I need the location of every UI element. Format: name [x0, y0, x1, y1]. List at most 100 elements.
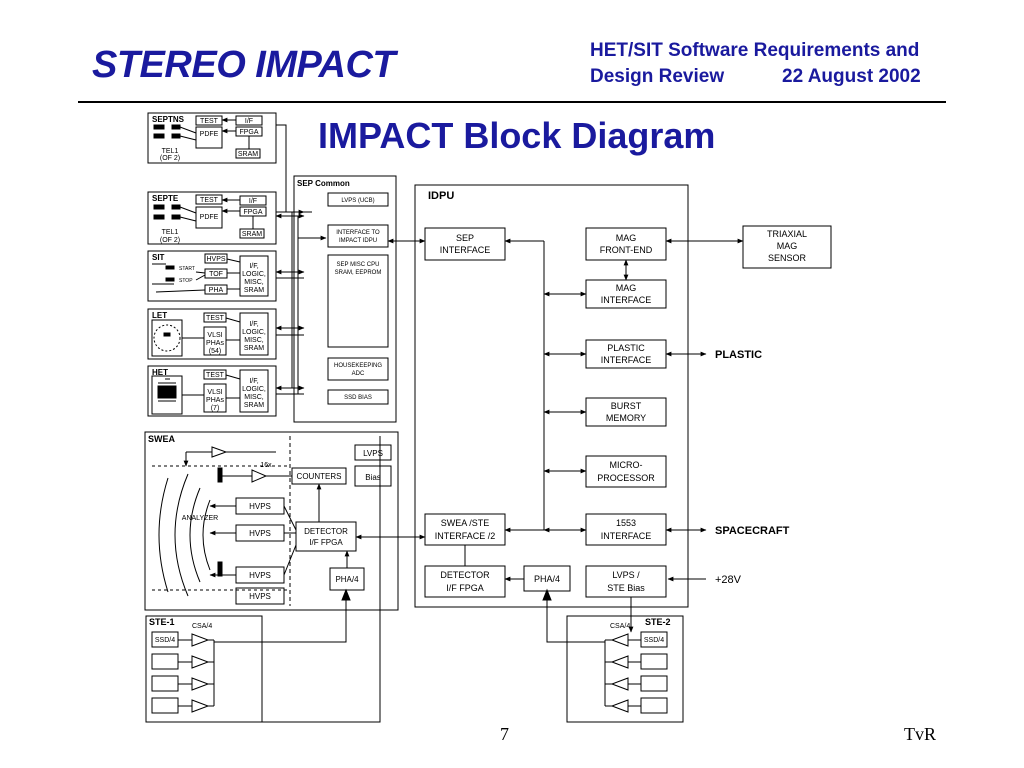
let-vlsi-line1: VLSI	[207, 332, 222, 339]
sensor-bus-lines	[275, 124, 327, 395]
idpu-pha4: PHA/4	[534, 574, 560, 584]
septns-pdfe: PDFE	[200, 131, 219, 138]
author-initials: TvR	[904, 724, 937, 744]
slide-title: IMPACT Block Diagram	[318, 115, 716, 156]
sit-start: START	[179, 266, 195, 272]
let-logic-line1: I/F,	[249, 321, 258, 328]
plastic-label: PLASTIC	[715, 349, 762, 361]
het-vlsi-line3: (7)	[211, 405, 220, 412]
triaxial-line1: TRIAXIAL	[767, 229, 807, 239]
external-group: TRIAXIAL MAG SENSOR PLASTIC SPACECRAFT +…	[665, 225, 832, 586]
het-label: HET	[152, 368, 168, 377]
review-title-line2: Design Review	[590, 66, 725, 87]
idpu-group: IDPU SEP INTERFACE MAG FRONT-END MAG INT…	[414, 184, 689, 608]
swea-lvps: LVPS	[363, 449, 383, 458]
swea-analyzer: ANALYZER	[182, 515, 218, 522]
septe-test: TEST	[200, 197, 219, 204]
idpu-swea-ste-line1: SWEA /STE	[441, 518, 490, 528]
sit-logic-line3: MISC,	[244, 279, 264, 286]
sit-pha: PHA	[209, 287, 224, 294]
header-divider	[78, 101, 946, 103]
sep-common-housekeeping-line2: ADC	[352, 371, 365, 377]
let-logic-line2: LOGIC,	[242, 329, 266, 336]
septns-tel1: TEL1	[162, 148, 179, 155]
let-vlsi-line2: PHAs	[206, 340, 224, 347]
swea-hvps-3: HVPS	[249, 571, 271, 580]
idpu-mag-interface-line2: INTERFACE	[601, 295, 652, 305]
power-label: +28V	[715, 574, 742, 586]
ste2-label: STE-2	[645, 617, 671, 627]
sit-label: SIT	[152, 253, 165, 262]
let-logic-line4: SRAM	[244, 345, 264, 352]
swea-pha4: PHA/4	[335, 575, 359, 584]
ste1-csa: CSA/4	[192, 623, 212, 630]
ste2-csa: CSA/4	[610, 623, 630, 630]
septe-fpga: FPGA	[243, 209, 262, 216]
sep-common-lvps: LVPS (UCB)	[341, 198, 374, 204]
het-logic-line1: I/F,	[249, 378, 258, 385]
ste1-ssd: SSD/4	[155, 637, 175, 644]
septe-tel1: TEL1	[162, 229, 179, 236]
septe-of2: (OF 2)	[160, 237, 180, 244]
sep-common-interface-line1: INTERFACE TO	[336, 230, 380, 236]
sit-hvps: HVPS	[206, 256, 225, 263]
swea-16x: 16x	[260, 462, 272, 469]
het-vlsi-line2: PHAs	[206, 397, 224, 404]
triaxial-line3: SENSOR	[768, 253, 807, 263]
idpu-microprocessor-line2: PROCESSOR	[597, 473, 655, 483]
sit-logic-line1: I/F,	[249, 263, 258, 270]
het-logic-line2: LOGIC,	[242, 386, 266, 393]
idpu-1553-line1: 1553	[616, 518, 636, 528]
septe-if: I/F	[249, 198, 257, 205]
swea-bias: Bias	[365, 473, 381, 482]
idpu-detector-line2: I/F FPGA	[446, 583, 484, 593]
swea-group: SWEA LVPS Bias 16x COUNTERS ANALYZER HVP…	[144, 431, 426, 611]
triaxial-line2: MAG	[777, 241, 798, 251]
septns-of2: (OF 2)	[160, 155, 180, 162]
sep-common-group: SEP Common LVPS (UCB) INTERFACE TO IMPAC…	[293, 175, 397, 423]
swea-hvps-2: HVPS	[249, 529, 271, 538]
idpu-sep-interface-line1: SEP	[456, 233, 474, 243]
let-vlsi-line3: (54)	[209, 348, 221, 355]
idpu-plastic-interface-line2: INTERFACE	[601, 355, 652, 365]
idpu-burst-memory-line2: MEMORY	[606, 413, 646, 423]
header-title: STEREO IMPACT	[92, 44, 396, 86]
idpu-label: IDPU	[428, 190, 454, 202]
ste1-label: STE-1	[149, 617, 175, 627]
idpu-sep-interface-line2: INTERFACE	[440, 245, 491, 255]
septns-test: TEST	[200, 118, 219, 125]
het-logic-line4: SRAM	[244, 402, 264, 409]
idpu-mag-frontend-line1: MAG	[616, 233, 637, 243]
review-title-line1: HET/SIT Software Requirements and	[590, 40, 920, 61]
sep-common-cpu-line2: SRAM, EEPROM	[335, 270, 382, 276]
swea-detector-line2: I/F FPGA	[309, 538, 343, 547]
let-test: TEST	[206, 315, 225, 322]
swea-hvps-4: HVPS	[249, 592, 271, 601]
septns-label: SEPTNS	[152, 115, 185, 124]
idpu-lvps-line2: STE Bias	[607, 583, 645, 593]
septns-if: I/F	[245, 118, 253, 125]
het-logic-line3: MISC,	[244, 394, 264, 401]
review-date: 22 August 2002	[782, 66, 921, 87]
swea-counters: COUNTERS	[297, 472, 342, 481]
idpu-swea-ste-line2: INTERFACE /2	[435, 531, 496, 541]
septns-fpga: FPGA	[239, 129, 258, 136]
idpu-lvps-line1: LVPS /	[612, 570, 640, 580]
sep-common-interface-line2: IMPACT IDPU	[339, 238, 377, 244]
swea-label: SWEA	[148, 434, 176, 444]
septns-group: SEPTNS TEST I/F FPGA PDFE SRAM TEL1 (OF …	[147, 112, 277, 164]
let-logic-line3: MISC,	[244, 337, 264, 344]
swea-detector-line1: DETECTOR	[304, 527, 348, 536]
het-test: TEST	[206, 372, 225, 379]
idpu-mag-interface-line1: MAG	[616, 283, 637, 293]
let-group: LET TEST VLSI PHAs (54) I/F, LOGIC, MISC…	[147, 308, 277, 360]
het-vlsi-line1: VLSI	[207, 389, 222, 396]
idpu-detector-line1: DETECTOR	[440, 570, 490, 580]
sep-common-housekeeping-line1: HOUSEKEEPING	[334, 363, 382, 369]
septe-label: SEPTE	[152, 194, 179, 203]
sep-common-label: SEP Common	[297, 179, 350, 188]
sit-logic-line2: LOGIC,	[242, 271, 266, 278]
sep-common-cpu-line1: SEP MISC CPU	[337, 262, 380, 268]
ste2-group: STE-2 CSA/4 SSD/4	[542, 588, 684, 723]
septns-sram: SRAM	[238, 151, 258, 158]
